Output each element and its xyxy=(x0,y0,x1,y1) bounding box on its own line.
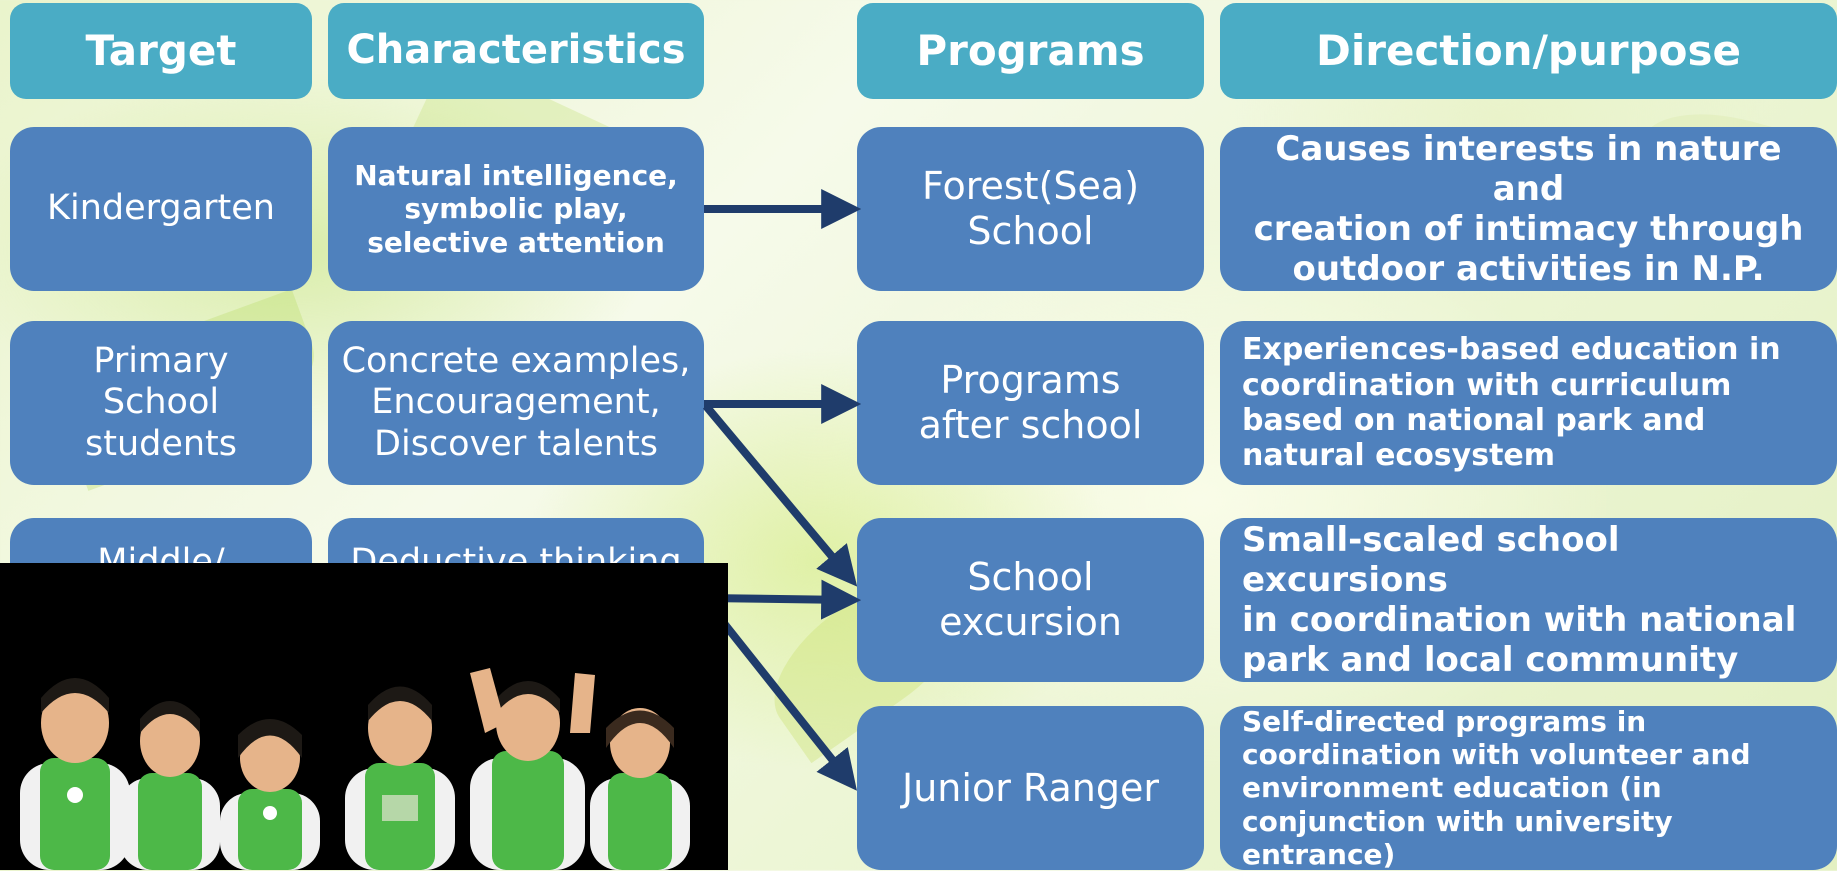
child-figure xyxy=(20,678,130,870)
program-after-school: Programs after school xyxy=(857,321,1204,485)
child-figure xyxy=(590,708,690,870)
arrow-middle-to-junior-ranger xyxy=(711,609,857,791)
characteristic-primary: Concrete examples, Encouragement, Discov… xyxy=(328,321,704,485)
direction-school-excursion: Small-scaled school excursions in coordi… xyxy=(1220,518,1837,682)
children-photo xyxy=(0,563,728,870)
direction-junior-ranger: Self-directed programs in coordination w… xyxy=(1220,705,1837,871)
header-characteristics: Characteristics xyxy=(328,3,704,99)
child-figure xyxy=(220,719,320,870)
header-target: Target xyxy=(10,3,312,99)
direction-after-school: Experiences-based education in coordinat… xyxy=(1220,321,1837,485)
child-figure xyxy=(120,701,220,870)
header-programs: Programs xyxy=(857,3,1204,99)
program-junior-ranger: Junior Ranger xyxy=(857,706,1204,870)
children-illustration xyxy=(20,668,690,870)
arrow-middle-to-school-excursion xyxy=(703,579,862,620)
child-figure xyxy=(345,686,455,870)
program-forest-school: Forest(Sea) School xyxy=(857,127,1204,291)
child-figure xyxy=(470,668,595,870)
program-school-excursion: School excursion xyxy=(857,518,1204,682)
arrow-primary-to-school-excursion xyxy=(702,403,858,587)
direction-forest-school: Causes interests in nature and creation … xyxy=(1220,127,1837,291)
characteristic-kindergarten: Natural intelligence, symbolic play, sel… xyxy=(328,127,704,291)
header-direction: Direction/purpose xyxy=(1220,3,1837,99)
target-kindergarten: Kindergarten xyxy=(10,127,312,291)
target-primary-school: Primary School students xyxy=(10,321,312,485)
